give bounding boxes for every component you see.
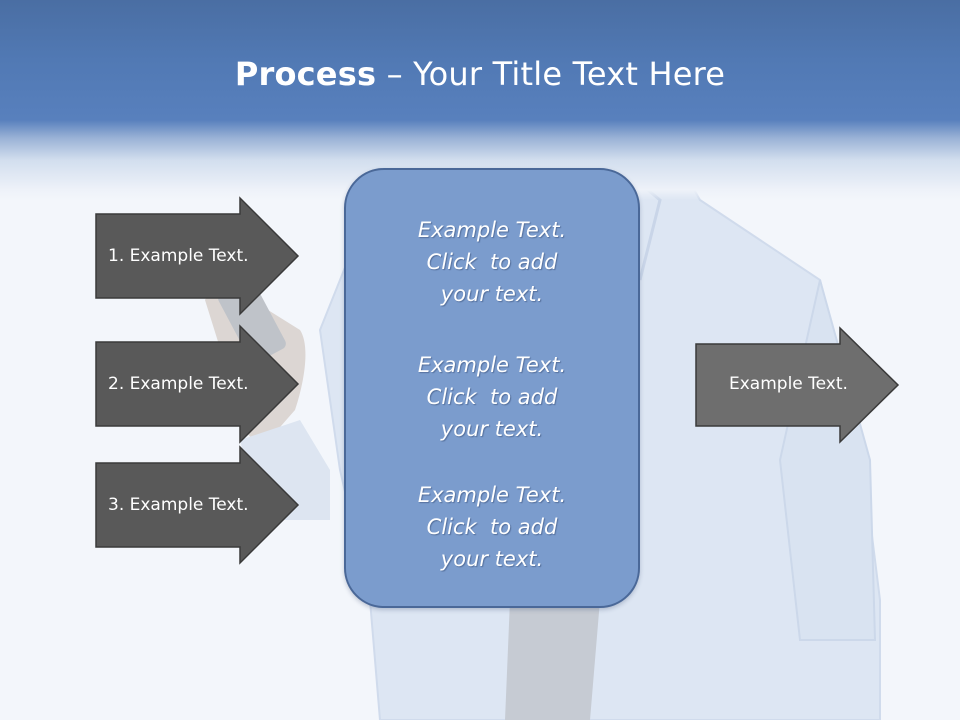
title-rest: – Your Title Text Here — [376, 55, 726, 93]
slide-title: Process – Your Title Text Here — [0, 52, 960, 96]
paragraph-line: Example Text. — [417, 483, 567, 507]
paragraph-line: Click to add — [426, 385, 558, 409]
tie-shape — [505, 600, 600, 720]
paragraph-line: Example Text. — [417, 353, 567, 377]
input-arrow-1[interactable] — [95, 196, 300, 316]
input-arrow-1-label: 1. Example Text. — [108, 246, 249, 266]
paragraph-line: Example Text. — [417, 218, 567, 242]
paragraph-line: Click to add — [426, 515, 558, 539]
center-paragraph-3[interactable]: Example Text. Click to add your text. — [346, 479, 638, 575]
input-arrow-3-label: 3. Example Text. — [108, 495, 249, 515]
output-arrow[interactable] — [695, 326, 900, 444]
paragraph-line: your text. — [440, 547, 544, 571]
title-bold: Process — [234, 55, 377, 93]
paragraph-line: your text. — [440, 282, 544, 306]
center-paragraph-1[interactable]: Example Text. Click to add your text. — [346, 214, 638, 310]
paragraph-line: your text. — [440, 417, 544, 441]
input-arrow-2-label: 2. Example Text. — [108, 374, 249, 394]
header-band — [0, 0, 960, 200]
process-center-box[interactable]: Example Text. Click to add your text. Ex… — [344, 168, 640, 608]
input-arrow-3[interactable] — [95, 445, 300, 565]
paragraph-line: Click to add — [426, 250, 558, 274]
phone-shape — [218, 279, 286, 363]
output-arrow-label: Example Text. — [729, 374, 848, 394]
center-paragraph-2[interactable]: Example Text. Click to add your text. — [346, 349, 638, 445]
input-arrow-2[interactable] — [95, 324, 300, 444]
